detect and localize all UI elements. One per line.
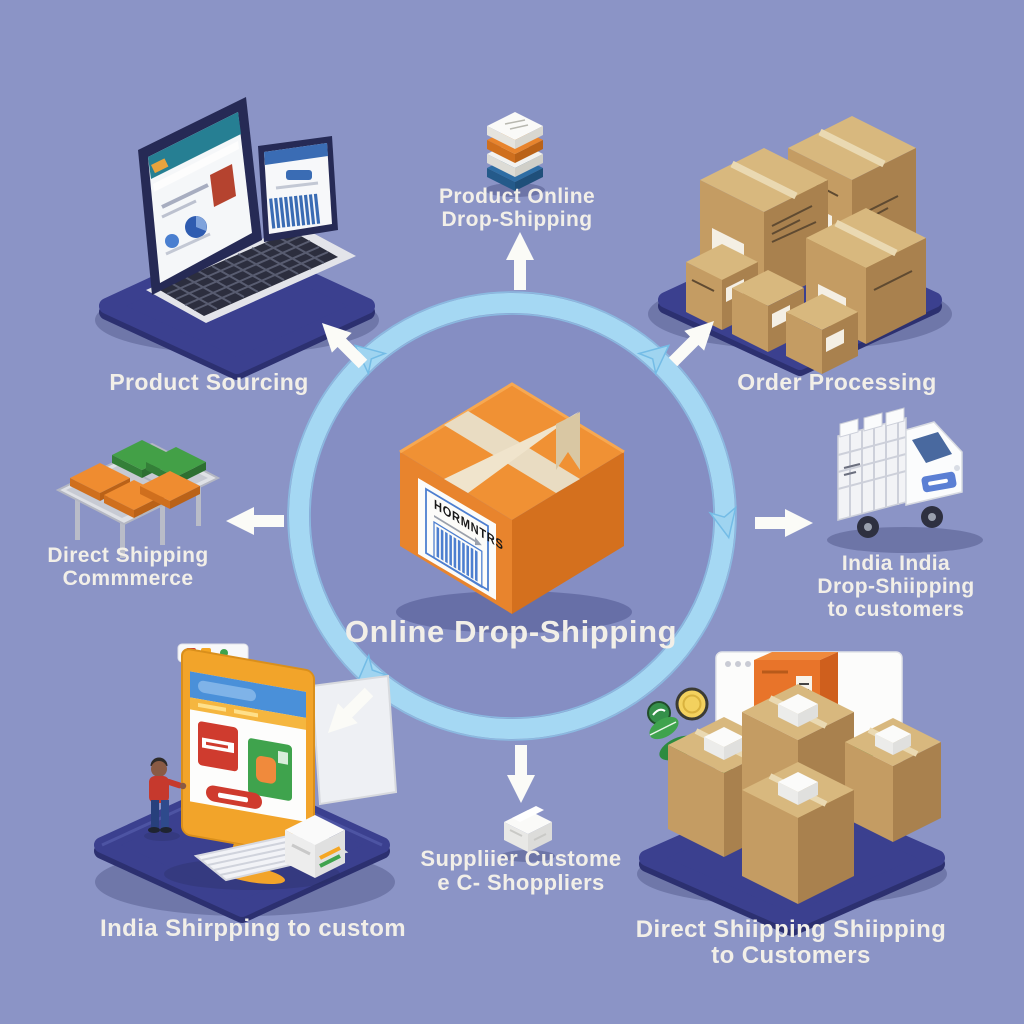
bottom-right-label-line2: to Customers — [711, 942, 871, 970]
product-sourcing-label: Product Sourcing — [109, 369, 309, 395]
truck-icon — [827, 407, 983, 553]
center-package-icon: HORMNTRS — [396, 382, 632, 633]
top-node-label: Product Online Drop-Shipping — [439, 185, 595, 231]
monitor-caption: India Shirpping to custom — [100, 915, 406, 942]
order-processing-label: Order Processing — [737, 369, 937, 395]
conveyor-label-line2: Commmerce — [62, 567, 194, 591]
monitor-icon — [94, 643, 398, 923]
truck-label: India India Drop-Shiipping to customers — [817, 552, 974, 621]
arrow-to-truck — [755, 509, 813, 537]
center-title: Online Drop-Shipping — [344, 614, 678, 649]
bottom-node-label: Suppliier Custome e C- Shoppliers — [420, 846, 622, 896]
coin-icon — [675, 687, 709, 721]
laptop-icon — [95, 97, 379, 380]
top-node-label-line1: Product Online — [438, 185, 596, 208]
truck-label-line3: to customers — [827, 598, 965, 622]
supplier-box-icon — [501, 806, 555, 862]
conveyor-label: Direct Shipping Commmerce — [47, 544, 208, 590]
bottom-right-label: Direct Shiipping Shiipping to Customers — [635, 916, 947, 970]
truck-label-line2: Drop-Shiipping — [817, 575, 975, 599]
top-node-label-line2: Drop-Shipping — [441, 208, 593, 232]
arrow-to-bottom-icon — [507, 745, 535, 803]
package-stack-icon — [485, 112, 545, 197]
bottom-node-label-line2: e C- Shoppliers — [437, 870, 605, 896]
cartons-icon — [648, 116, 952, 376]
shipping-boxes-scene — [637, 651, 947, 936]
arrow-to-conveyor — [226, 507, 284, 535]
truck-label-line1: India India — [841, 552, 951, 575]
bottom-right-label-line1: Direct Shiipping Shiipping — [635, 916, 947, 943]
conveyor-label-line1: Direct Shipping — [47, 544, 209, 567]
arrow-to-top-icon — [506, 232, 534, 290]
conveyor-icon — [55, 440, 221, 558]
bottom-node-label-line1: Suppliier Custome — [420, 846, 622, 871]
